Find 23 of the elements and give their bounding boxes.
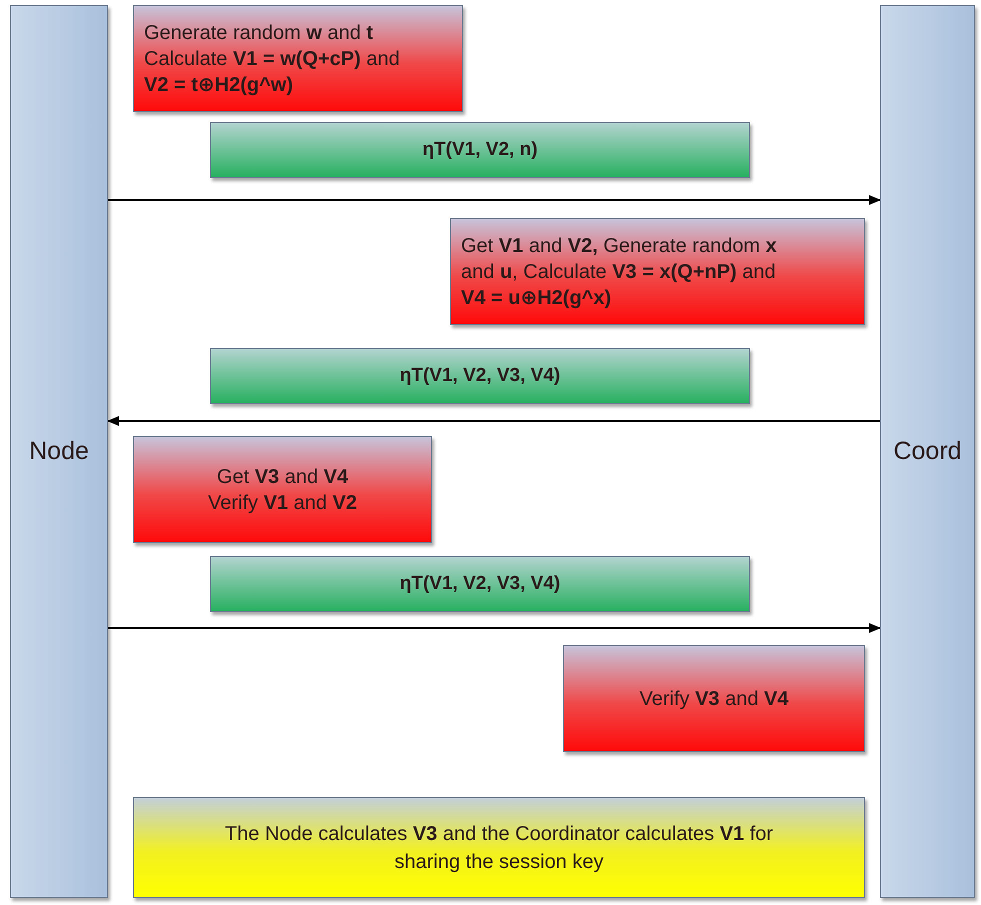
process-box <box>563 645 865 752</box>
message-box <box>210 556 750 612</box>
step-text: Get V1 and V2, Generate random x and u, Calculate V3 = x(Q+nP) and V4 = u⊕H2(g^x) <box>461 234 778 310</box>
step-text: Generate random w and t Calculate V1 = w(Q+cP) and V2 = t⊕H2(g^w) <box>144 20 401 98</box>
message-arrow <box>108 623 881 633</box>
step-text: Get V3 and V4 Verify V1 and V2 <box>207 464 358 516</box>
message-label: ηT(V1, V2, n) <box>422 139 538 161</box>
step-text: Verify V3 and V4 <box>640 686 788 712</box>
note-box <box>133 797 865 898</box>
process-box <box>133 5 463 112</box>
step-text: The Node calculates V3 and the Coordinator calculates V1 for sharing the session key <box>224 822 774 874</box>
lifeline-bar <box>880 5 975 898</box>
message-box <box>210 122 750 178</box>
message-label: ηT(V1, V2, V3, V4) <box>400 365 560 387</box>
message-box <box>210 348 750 404</box>
process-box <box>133 436 432 543</box>
message-arrow <box>108 195 881 205</box>
message-arrow <box>107 416 880 426</box>
process-box <box>450 218 865 325</box>
lifeline-label: Coord <box>893 437 962 466</box>
lifeline-label: Node <box>29 437 89 466</box>
message-label: ηT(V1, V2, V3, V4) <box>400 573 560 595</box>
lifeline-bar <box>10 5 108 898</box>
